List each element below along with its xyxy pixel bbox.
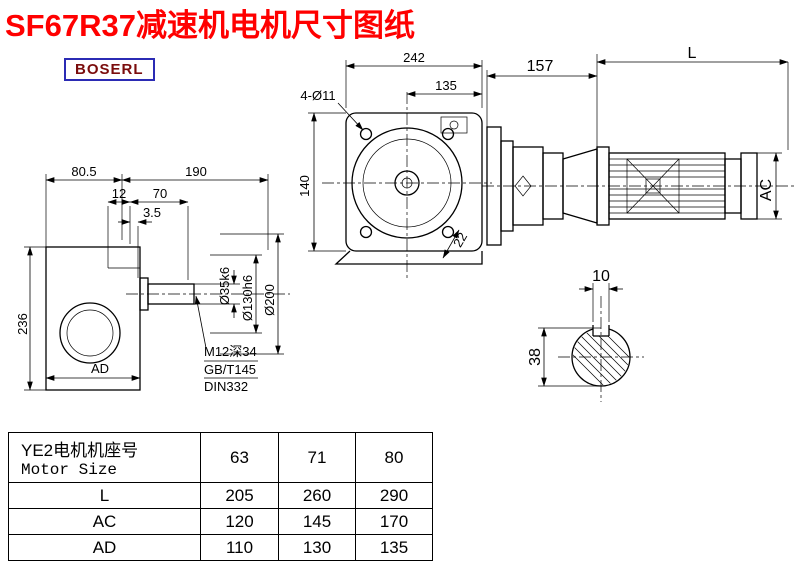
dim-38-label: 38 bbox=[527, 348, 544, 366]
gearbox-flange-face bbox=[345, 112, 483, 252]
motor-size-header-cell: YE2电机机座号 Motor Size bbox=[8, 432, 201, 483]
dim-L-label: L bbox=[688, 45, 697, 62]
dim-3p5-label: 3.5 bbox=[143, 205, 161, 220]
row-label-cell: L bbox=[8, 482, 201, 509]
page-title: SF67R37减速机电机尺寸图纸 bbox=[5, 8, 415, 43]
oil-plug-symbol bbox=[514, 175, 532, 197]
keyway bbox=[593, 324, 609, 336]
frame-size-cell: 63 bbox=[200, 432, 279, 483]
row-label-cell: AC bbox=[8, 508, 201, 535]
dim-236-label: 236 bbox=[15, 313, 30, 335]
value-cell: 130 bbox=[278, 534, 356, 561]
frame-size-cell: 71 bbox=[278, 432, 356, 483]
dim-70-label: 70 bbox=[153, 186, 167, 201]
dim-80p5-label: 80.5 bbox=[71, 164, 96, 179]
spigot-dia-label: Ø130h6 bbox=[240, 275, 255, 321]
front-view: 242 135 4-Ø11 140 22 bbox=[297, 50, 492, 278]
bolt-hole bbox=[441, 225, 455, 239]
table-row: AD 110 130 135 bbox=[8, 534, 433, 561]
value-cell: 205 bbox=[200, 482, 279, 509]
std-note1-label: GB/T145 bbox=[204, 362, 256, 377]
dim-157-label: 157 bbox=[527, 58, 554, 75]
fan-cover bbox=[740, 152, 758, 220]
value-cell: 110 bbox=[200, 534, 279, 561]
value-cell: 145 bbox=[278, 508, 356, 535]
row-label-cell: AD bbox=[8, 534, 201, 561]
motor-size-header-cn: YE2电机机座号 bbox=[21, 441, 139, 460]
dim-135-label: 135 bbox=[435, 78, 457, 93]
frame-size-cell: 80 bbox=[355, 432, 433, 483]
dim-AC-label: AC bbox=[758, 179, 775, 201]
bolt-hole bbox=[359, 225, 373, 239]
technical-drawing: 242 135 4-Ø11 140 22 bbox=[15, 45, 796, 402]
bolt-hole bbox=[359, 127, 373, 141]
dim-10-label: 10 bbox=[592, 268, 610, 285]
bolt-hole bbox=[441, 127, 455, 141]
std-note2-label: DIN332 bbox=[204, 379, 248, 394]
section-hatching bbox=[573, 329, 629, 385]
side-view: 80.5 190 12 70 3.5 236 AD bbox=[15, 164, 290, 394]
table-row: L 205 260 290 bbox=[8, 482, 433, 509]
value-cell: 290 bbox=[355, 482, 433, 509]
output-bore bbox=[59, 302, 121, 364]
spec-table: YE2电机机座号 Motor Size 63 71 80 L 205 260 2… bbox=[8, 432, 433, 561]
dim-190-label: 190 bbox=[185, 164, 207, 179]
gearbox-foot bbox=[334, 250, 483, 265]
tap-note-label: M12深34 bbox=[204, 344, 257, 359]
shaft-dia-label: Ø35k6 bbox=[217, 267, 232, 305]
stator-box bbox=[626, 158, 680, 214]
value-cell: 170 bbox=[355, 508, 433, 535]
dim-12-label: 12 bbox=[112, 186, 126, 201]
gearbox-body bbox=[45, 246, 141, 391]
value-cell: 260 bbox=[278, 482, 356, 509]
motor-view: 157 L AC bbox=[482, 45, 796, 246]
motor-size-header-en: Motor Size bbox=[21, 461, 118, 479]
table-row: AC 120 145 170 bbox=[8, 508, 433, 535]
dim-22-label: 22 bbox=[450, 230, 470, 250]
shaft-section-view: 10 38 bbox=[527, 268, 644, 402]
bolt-holes-label: 4-Ø11 bbox=[300, 88, 335, 103]
dim-AD-label: AD bbox=[91, 361, 109, 376]
table-row: YE2电机机座号 Motor Size 63 71 80 bbox=[8, 432, 433, 483]
value-cell: 135 bbox=[355, 534, 433, 561]
flange-dia-label: Ø200 bbox=[262, 284, 277, 316]
value-cell: 120 bbox=[200, 508, 279, 535]
dim-140-label: 140 bbox=[297, 175, 312, 197]
dim-242-label: 242 bbox=[403, 50, 425, 65]
brand-badge: BOSERL bbox=[64, 58, 155, 81]
